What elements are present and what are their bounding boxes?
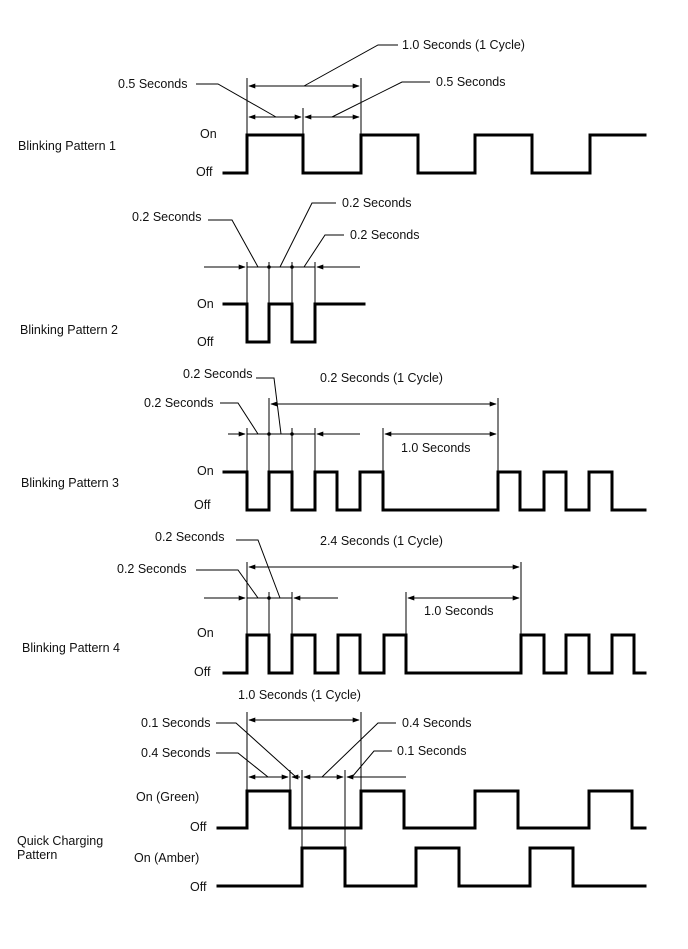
- pattern-4-leader-a: [196, 569, 259, 599]
- pattern-3: Blinking Pattern 3 On Off 0.2 Seconds (1…: [21, 367, 647, 512]
- pattern-4-title: Blinking Pattern 4: [22, 641, 120, 655]
- pattern-1-waveform: [222, 133, 647, 175]
- pattern-2-leader-c: [303, 234, 344, 268]
- quick-green-on-label: On (Green): [136, 790, 199, 804]
- pattern-3-waveform: [222, 470, 647, 512]
- pattern-1-on-label: On: [200, 127, 217, 141]
- pattern-3-label-a: 0.2 Seconds: [144, 396, 214, 410]
- pattern-3-leader-b: [256, 377, 282, 435]
- pattern-3-dim-dot: [267, 432, 271, 436]
- pattern-3-on-label: On: [197, 464, 214, 478]
- pattern-2-leader-a: [208, 219, 259, 268]
- pattern-4-cycle-label: 2.4 Seconds (1 Cycle): [320, 534, 443, 548]
- pattern-4: Blinking Pattern 4 On Off 2.4 Seconds (1…: [22, 530, 647, 679]
- pattern-2-label-c: 0.2 Seconds: [350, 228, 420, 242]
- quick-label-04-left: 0.4 Seconds: [141, 746, 211, 760]
- pattern-2-waveform: [222, 302, 366, 344]
- pattern-4-label-b: 0.2 Seconds: [155, 530, 225, 544]
- pattern-3-leader-a: [220, 402, 259, 435]
- pattern-1-off-time-label: 0.5 Seconds: [436, 75, 506, 89]
- pattern-4-pause-label: 1.0 Seconds: [424, 604, 494, 618]
- pattern-3-title: Blinking Pattern 3: [21, 476, 119, 490]
- pattern-2-off-label: Off: [197, 335, 214, 349]
- pattern-1-on-time-label: 0.5 Seconds: [118, 77, 188, 91]
- pattern-2-leader-b: [279, 202, 336, 268]
- quick-leader-04-right: [321, 722, 396, 778]
- pattern-2-on-label: On: [197, 297, 214, 311]
- pattern-3-cycle-label: 0.2 Seconds (1 Cycle): [320, 371, 443, 385]
- quick-amber-off-label: Off: [190, 880, 207, 894]
- quick-green-waveform: [216, 789, 647, 830]
- pattern-3-dim-dot: [290, 432, 294, 436]
- pattern-3-label-b: 0.2 Seconds: [183, 367, 253, 381]
- pattern-2-label-b: 0.2 Seconds: [342, 196, 412, 210]
- pattern-4-waveform: [222, 633, 647, 675]
- pattern-4-label-a: 0.2 Seconds: [117, 562, 187, 576]
- pattern-1-off-label: Off: [196, 165, 213, 179]
- pattern-1-cycle-leader: [303, 44, 398, 87]
- quick-charging-pattern: Quick Charging Pattern On (Green) Off On…: [17, 688, 647, 894]
- quick-leader-01-right: [351, 750, 392, 778]
- quick-cycle-label: 1.0 Seconds (1 Cycle): [238, 688, 361, 702]
- pattern-3-off-label: Off: [194, 498, 211, 512]
- pattern-2-title: Blinking Pattern 2: [20, 323, 118, 337]
- pattern-1-off-leader: [331, 81, 430, 118]
- quick-pattern-title-line2: Pattern: [17, 848, 57, 862]
- quick-label-01-right: 0.1 Seconds: [397, 744, 467, 758]
- pattern-4-off-label: Off: [194, 665, 211, 679]
- quick-pattern-title-line1: Quick Charging: [17, 834, 103, 848]
- pattern-3-pause-label: 1.0 Seconds: [401, 441, 471, 455]
- pattern-1-on-leader: [196, 83, 277, 118]
- pattern-1-cycle-label: 1.0 Seconds (1 Cycle): [402, 38, 525, 52]
- pattern-4-dim-dot: [267, 596, 271, 600]
- pattern-1-title: Blinking Pattern 1: [18, 139, 116, 153]
- quick-label-01-left: 0.1 Seconds: [141, 716, 211, 730]
- quick-leader-01-left: [216, 722, 297, 778]
- pattern-2-dim-dot: [267, 265, 271, 269]
- quick-amber-on-label: On (Amber): [134, 851, 199, 865]
- quick-green-off-label: Off: [190, 820, 207, 834]
- quick-label-04-right: 0.4 Seconds: [402, 716, 472, 730]
- quick-leader-04-left: [216, 752, 269, 778]
- pattern-4-on-label: On: [197, 626, 214, 640]
- quick-amber-waveform: [216, 846, 647, 888]
- pattern-2: Blinking Pattern 2 On Off 0.2 Seconds 0.…: [20, 196, 420, 349]
- pattern-2-label-a: 0.2 Seconds: [132, 210, 202, 224]
- pattern-1: Blinking Pattern 1 On Off 1.0 Seconds (1…: [18, 38, 647, 179]
- pattern-4-leader-b: [236, 539, 281, 599]
- pattern-2-dim-dot: [290, 265, 294, 269]
